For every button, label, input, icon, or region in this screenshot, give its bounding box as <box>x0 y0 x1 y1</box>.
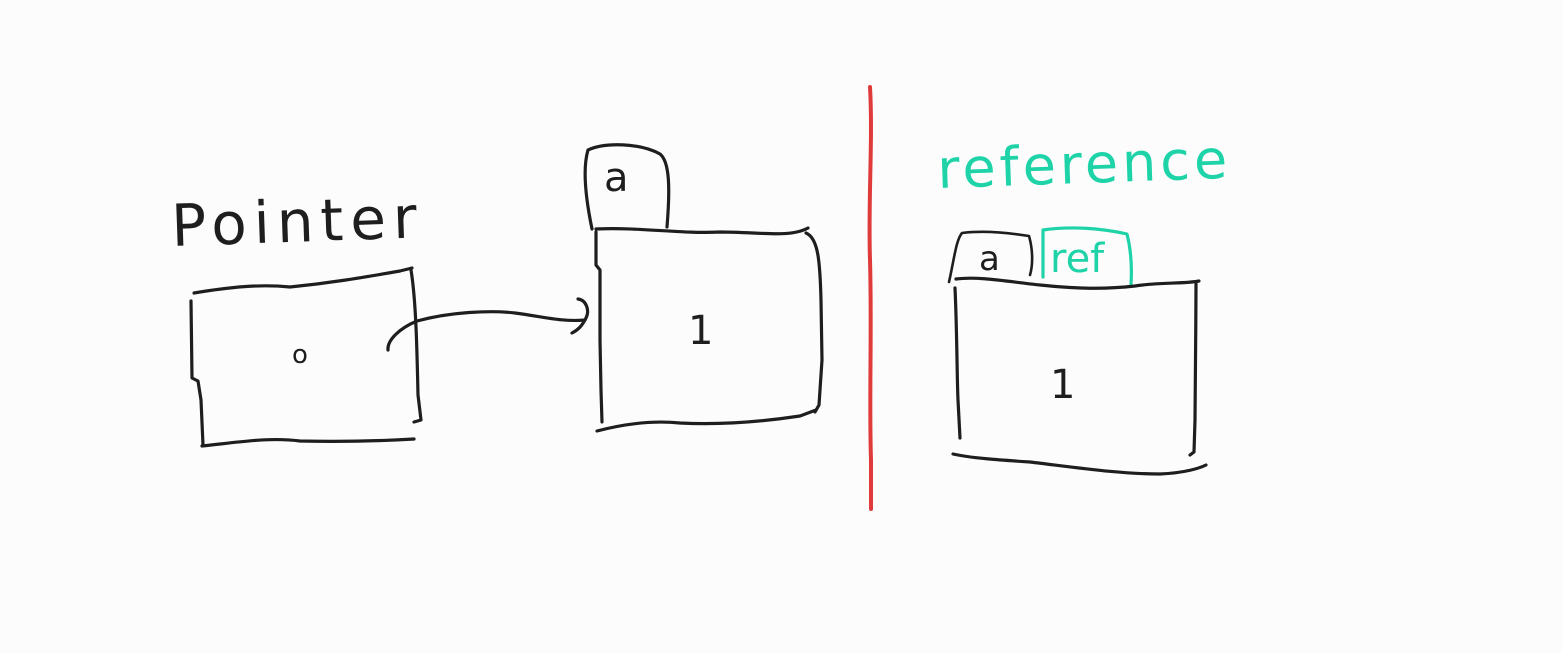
ref-box <box>951 276 1208 476</box>
ref-alias-tag <box>1041 226 1133 286</box>
ref-alias: ref <box>1050 236 1105 282</box>
pointer-box <box>189 266 423 448</box>
ref-value: 1 <box>1050 362 1075 408</box>
pointer-value: o <box>292 340 308 370</box>
reference-title: reference <box>936 128 1232 201</box>
divider-line <box>867 85 873 511</box>
ref-var-tag <box>947 230 1034 284</box>
pointer-arrow <box>386 297 590 352</box>
target-box <box>594 226 824 433</box>
ref-var-name: a <box>979 239 1000 279</box>
target-var-name: a <box>604 155 629 201</box>
pointer-title: Pointer <box>170 183 425 260</box>
target-var-tag <box>583 143 671 231</box>
target-value: 1 <box>688 308 713 354</box>
